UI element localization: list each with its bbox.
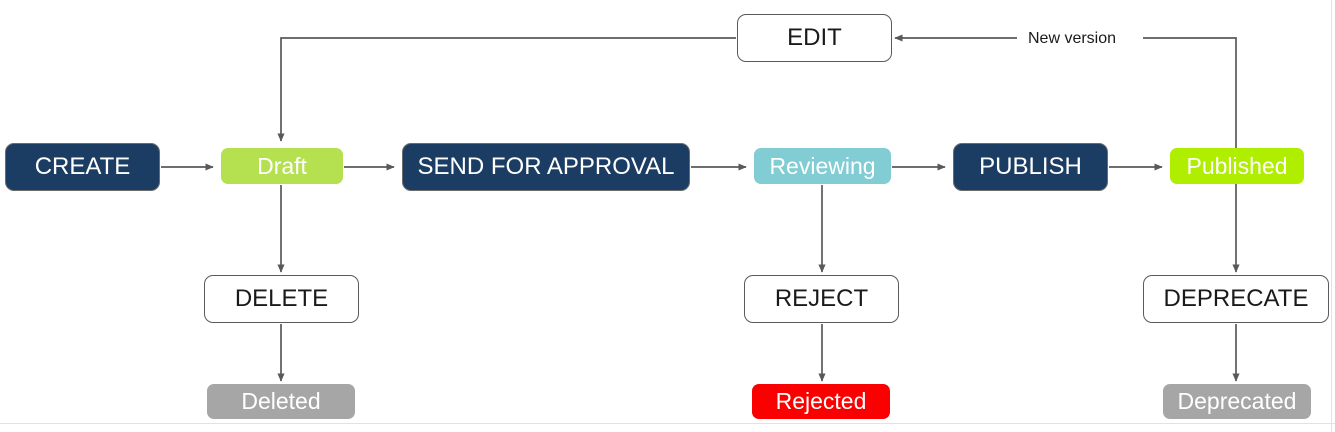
node-reject-label: REJECT — [774, 285, 869, 312]
edge-edit-draft — [277, 37, 736, 142]
node-state-deprecated-label: Deprecated — [1177, 388, 1297, 414]
node-edit[interactable]: EDIT — [737, 14, 892, 62]
node-state-reviewing[interactable]: Reviewing — [754, 148, 891, 184]
node-state-deprecated[interactable]: Deprecated — [1163, 384, 1311, 419]
node-deprecate[interactable]: DEPRECATE — [1143, 275, 1329, 323]
node-state-published-label: Published — [1186, 152, 1288, 179]
node-create-label: CREATE — [34, 153, 131, 180]
node-edit-label: EDIT — [787, 24, 842, 51]
node-state-draft-label: Draft — [257, 152, 307, 179]
node-publish[interactable]: PUBLISH — [953, 143, 1108, 191]
node-delete[interactable]: DELETE — [204, 275, 359, 323]
node-state-draft[interactable]: Draft — [221, 148, 343, 184]
edge-label-new-version: New version — [1021, 31, 1124, 47]
node-state-deleted-label: Deleted — [241, 388, 321, 414]
node-state-deleted[interactable]: Deleted — [207, 384, 355, 419]
node-state-published[interactable]: Published — [1170, 148, 1304, 184]
node-state-rejected[interactable]: Rejected — [752, 384, 890, 419]
frame-divider-right — [1331, 0, 1332, 432]
node-publish-label: PUBLISH — [979, 153, 1082, 180]
node-state-reviewing-label: Reviewing — [769, 152, 876, 179]
node-create[interactable]: CREATE — [5, 143, 160, 191]
frame-divider-bottom — [0, 423, 1335, 424]
node-delete-label: DELETE — [234, 285, 329, 312]
node-send-for-approval-label: SEND FOR APPROVAL — [417, 153, 675, 180]
node-deprecate-label: DEPRECATE — [1163, 285, 1309, 312]
node-reject[interactable]: REJECT — [744, 275, 899, 323]
node-send-for-approval[interactable]: SEND FOR APPROVAL — [402, 143, 690, 191]
node-state-rejected-label: Rejected — [775, 388, 867, 414]
